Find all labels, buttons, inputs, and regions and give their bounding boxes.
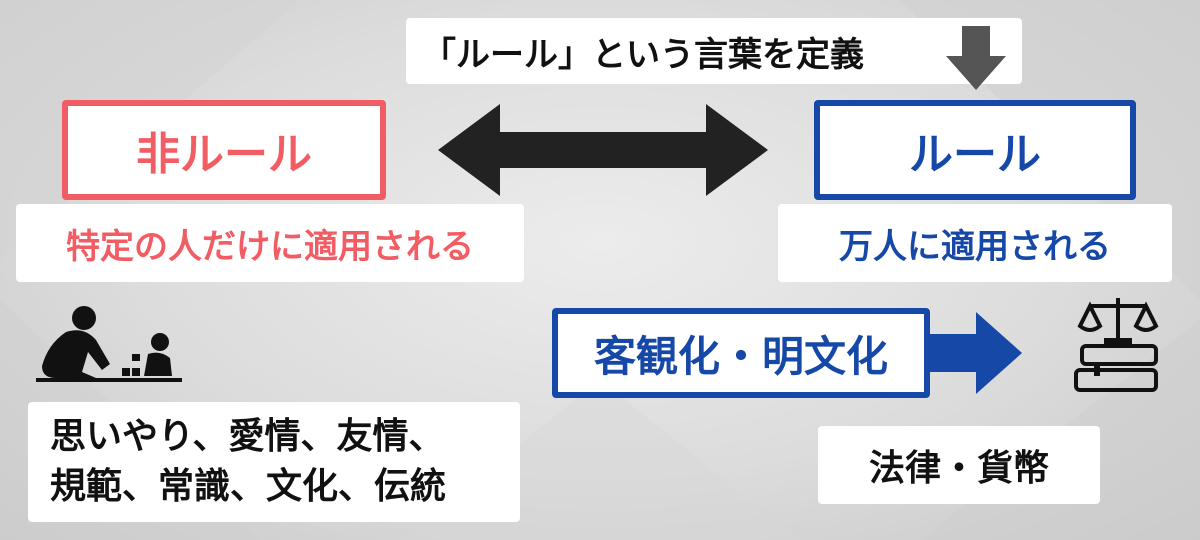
rule-examples: 法律・貨幣 — [818, 426, 1100, 504]
scales-on-books-icon — [1074, 298, 1159, 392]
rule-title: ルール — [909, 129, 1041, 180]
parent-child-playing-icon — [36, 306, 182, 382]
non-rule-box: 非ルール — [62, 100, 386, 200]
double-arrow-icon — [438, 104, 768, 196]
banner-text: 「ルール」という言葉を定義 — [422, 34, 864, 75]
examples-line-2: 規範、常識、文化、伝統 — [50, 466, 447, 507]
objectification-text: 客観化・明文化 — [593, 331, 888, 381]
rule-examples-text: 法律・貨幣 — [868, 448, 1049, 489]
non-rule-title: 非ルール — [136, 129, 312, 180]
rule-description: 万人に適用される — [778, 204, 1172, 282]
non-rule-examples: 思いやり、愛情、友情、 規範、常識、文化、伝統 — [28, 402, 520, 522]
definition-banner: 「ルール」という言葉を定義 — [406, 18, 1022, 84]
examples-line-1: 思いやり、愛情、友情、 — [50, 416, 445, 457]
objectification-box: 客観化・明文化 — [552, 308, 930, 398]
rule-box: ルール — [814, 100, 1136, 200]
rule-description-text: 万人に適用される — [839, 226, 1111, 267]
down-arrow-icon — [946, 26, 1006, 90]
non-rule-description: 特定の人だけに適用される — [16, 204, 524, 282]
right-arrow-icon — [930, 312, 1022, 394]
non-rule-description-text: 特定の人だけに適用される — [66, 226, 474, 267]
